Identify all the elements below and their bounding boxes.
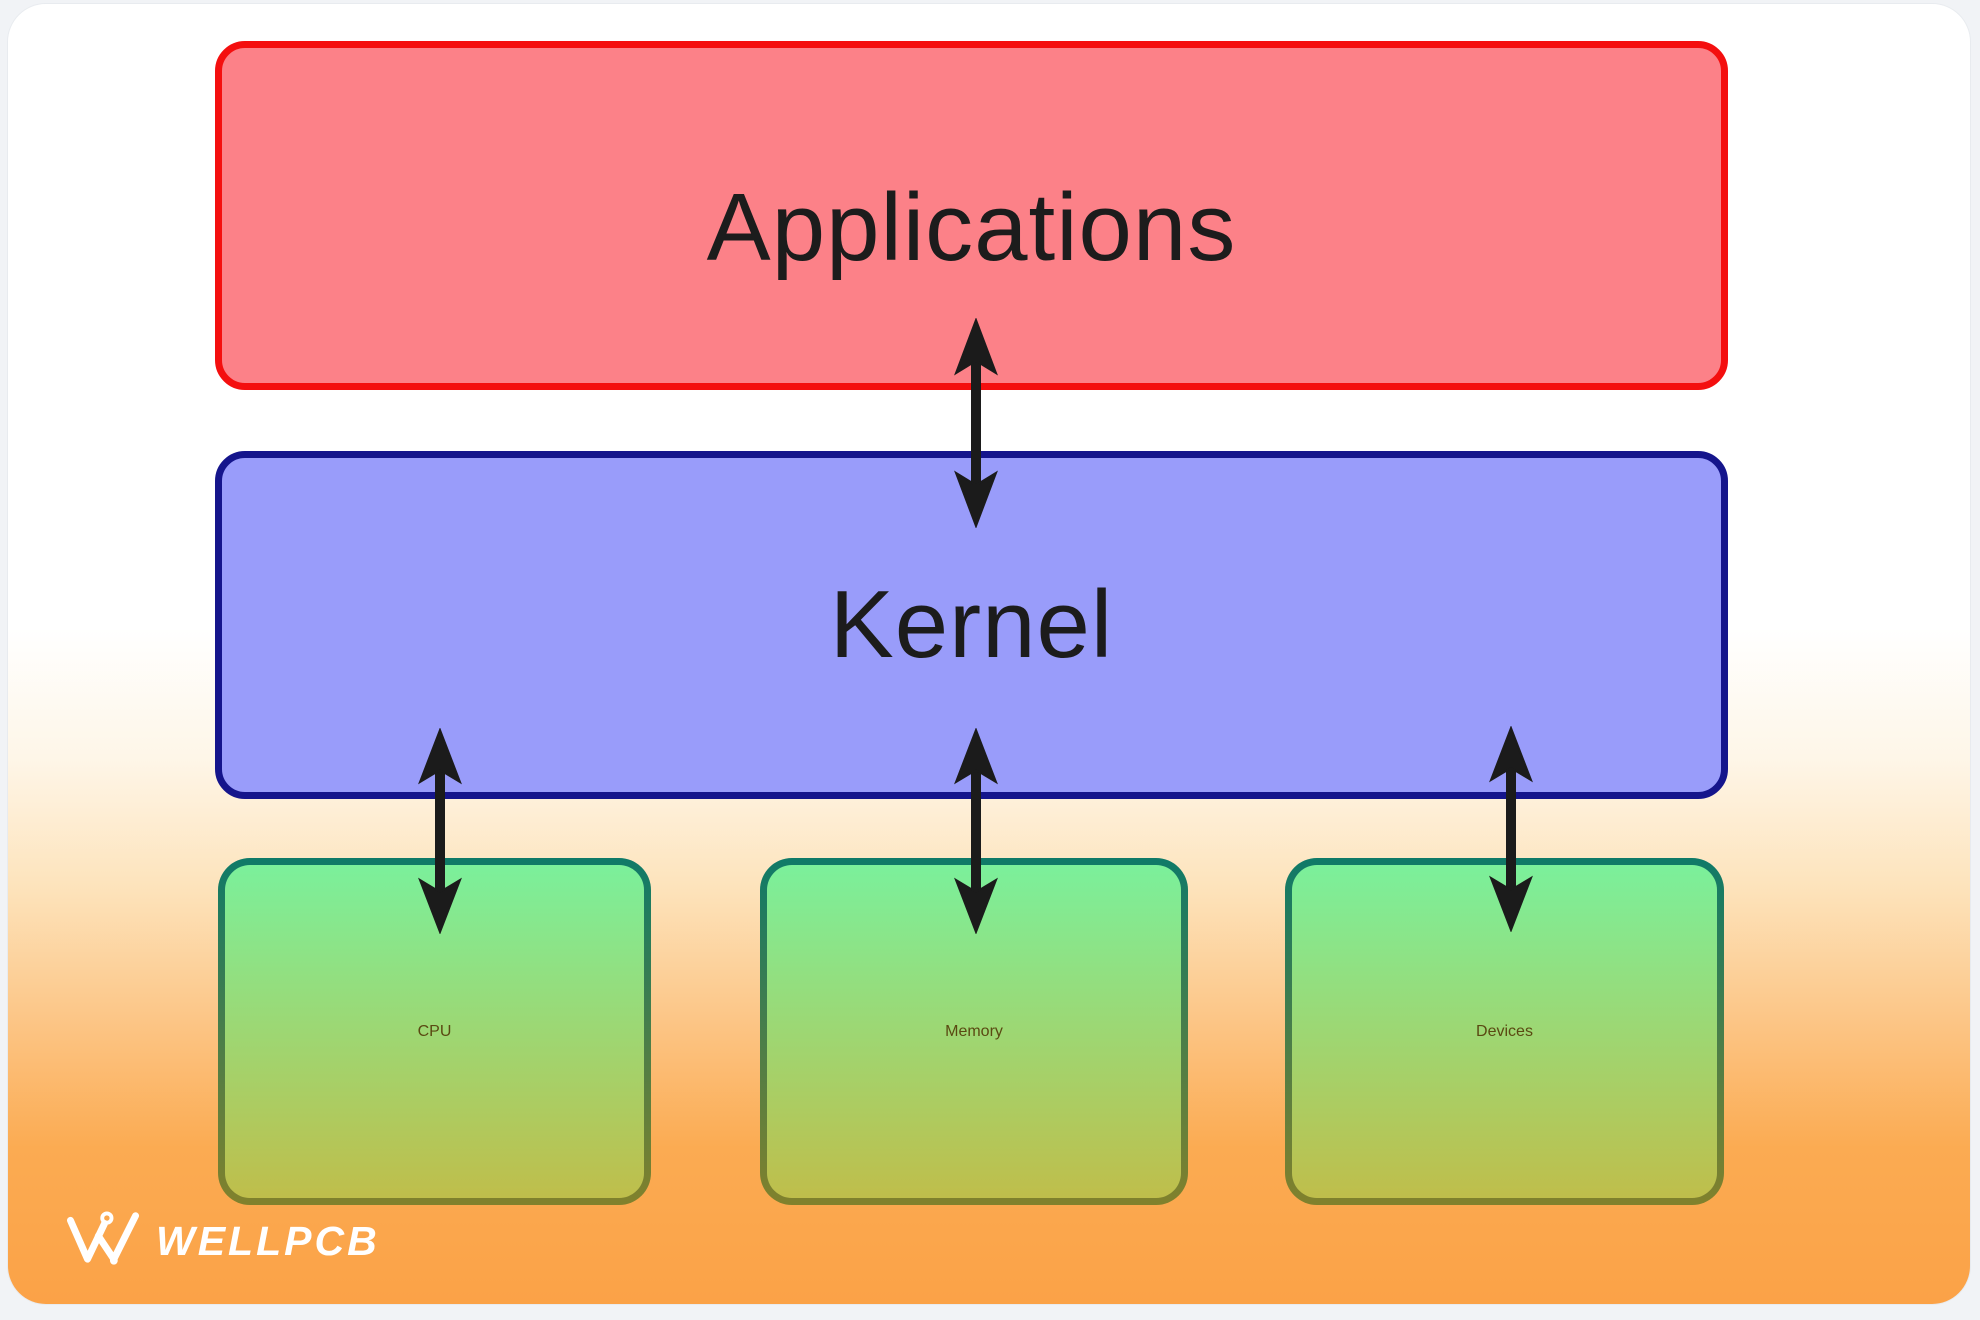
wellpcb-logo-mark-icon: [66, 1211, 140, 1265]
node-devices-surface: Devices: [1292, 865, 1717, 1198]
arrow-kernel-memory-icon: [954, 728, 998, 934]
wellpcb-logo: WELLPCB: [64, 1208, 380, 1270]
kernel-label: Kernel: [829, 571, 1114, 678]
memory-label: Memory: [945, 1022, 1003, 1040]
diagram-card: Applications Kernel CPU Memory Devices: [8, 4, 1970, 1304]
wellpcb-logo-text: WELLPCB: [156, 1217, 380, 1264]
applications-label: Applications: [706, 173, 1237, 281]
node-devices: Devices: [1285, 858, 1724, 1205]
node-cpu: CPU: [218, 858, 651, 1205]
arrow-kernel-devices-icon: [1489, 726, 1533, 932]
devices-label: Devices: [1476, 1022, 1533, 1040]
cpu-label: CPU: [417, 1022, 452, 1040]
arrow-applications-kernel-icon: [954, 318, 998, 528]
arrow-kernel-cpu-icon: [418, 728, 462, 934]
node-cpu-surface: CPU: [225, 865, 644, 1198]
